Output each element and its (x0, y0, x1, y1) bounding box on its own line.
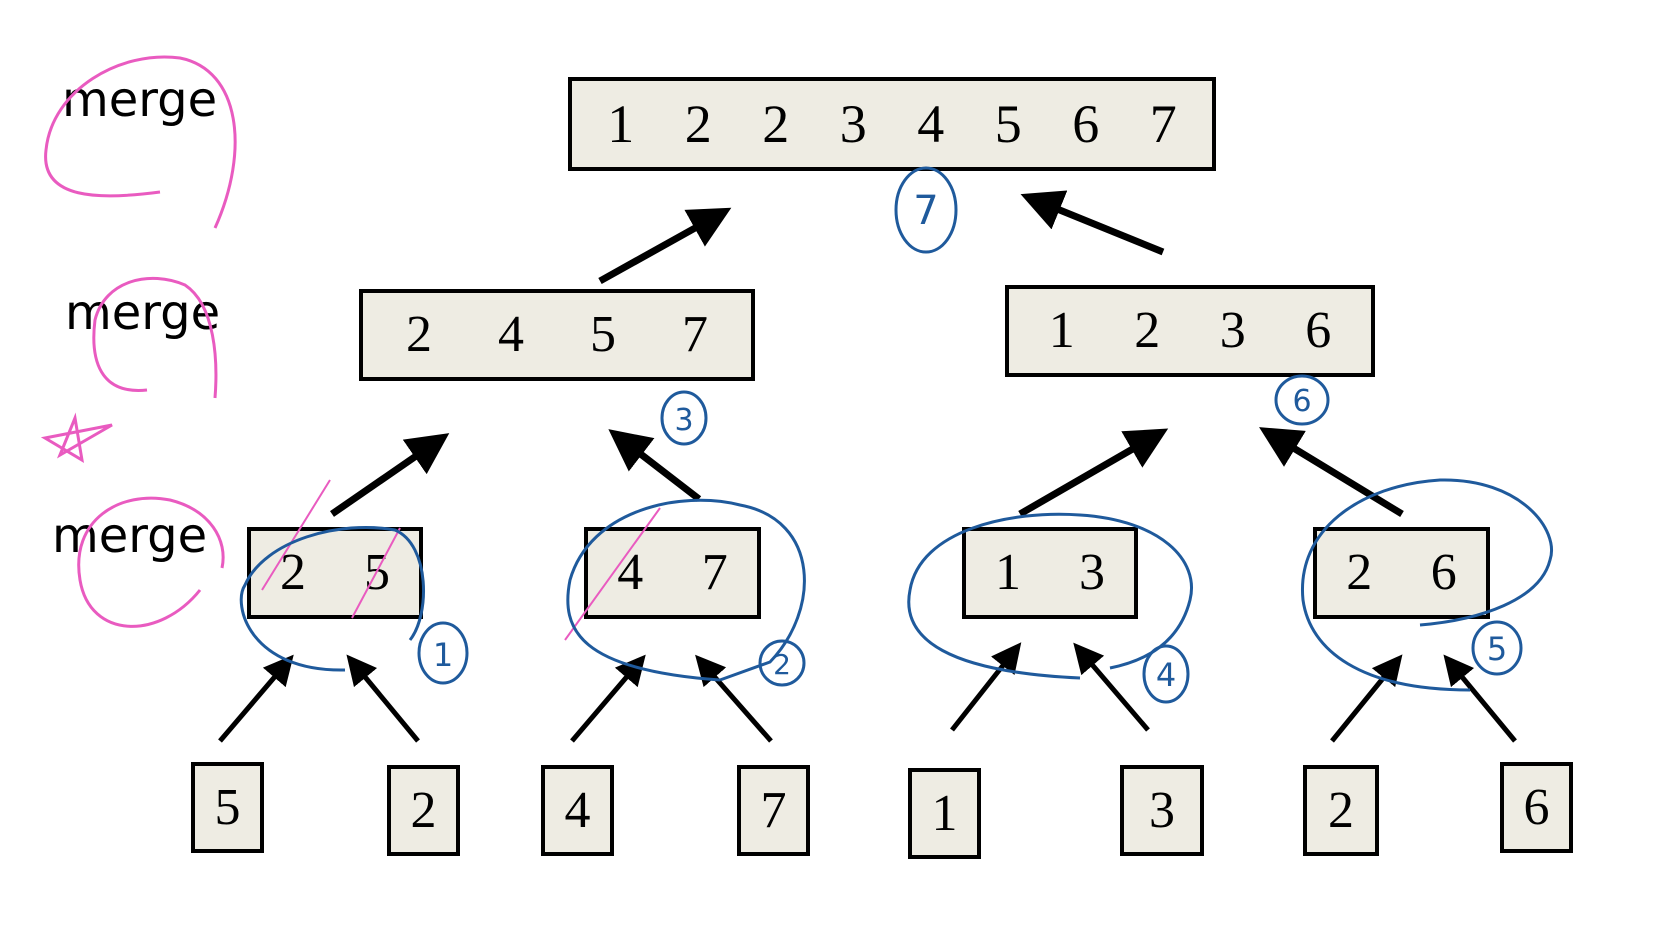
leaf-box: 7 (737, 765, 810, 856)
leaf-cell: 1 (931, 784, 958, 842)
arrow (1073, 642, 1150, 732)
leaf-cell: 4 (564, 781, 591, 839)
right-half-cell: 2 (1134, 302, 1161, 359)
leaf-cell: 3 (1149, 781, 1175, 839)
left-half-cell: 4 (498, 306, 524, 363)
pair-cell: 3 (1079, 544, 1105, 601)
arrow (1330, 654, 1403, 743)
arrow (570, 654, 646, 743)
final-cell: 2 (762, 94, 790, 154)
leaf-cell: 6 (1523, 778, 1550, 836)
leaf-box: 2 (1303, 765, 1379, 856)
final-cell: 4 (917, 94, 945, 154)
final-cell: 3 (839, 94, 867, 154)
final-array: 1 2 2 3 4 5 6 7 (568, 77, 1216, 171)
step-circle (417, 621, 469, 685)
step-circle (758, 639, 806, 687)
final-cell: 7 (1149, 94, 1177, 154)
step-number: 2 (773, 648, 791, 681)
arrow (1020, 190, 1165, 256)
leaf-box: 5 (191, 762, 264, 853)
step-number: 3 (674, 403, 693, 438)
pair-cell: 4 (617, 544, 644, 601)
final-cell: 6 (1072, 94, 1100, 154)
step-number: 7 (913, 188, 938, 234)
step-circle (894, 166, 958, 254)
left-half-cell: 2 (406, 306, 432, 363)
pink-loop (92, 277, 218, 399)
leaf-box: 4 (541, 765, 614, 856)
step-circle (1142, 644, 1190, 704)
blue-loop (907, 512, 1193, 680)
left-half-cell: 7 (682, 306, 708, 363)
leaf-box: 1 (908, 768, 981, 859)
final-cell: 2 (684, 94, 712, 154)
leaf-box: 2 (387, 765, 460, 856)
pink-strike (261, 479, 331, 591)
pair-cell: 7 (701, 544, 728, 601)
pink-loop (77, 496, 225, 628)
arrow (330, 433, 450, 517)
pair-cell: 6 (1430, 544, 1457, 601)
right-half-cell: 6 (1305, 302, 1332, 359)
arrow (218, 654, 294, 743)
merge-label-low: merge (52, 508, 208, 564)
arrow (608, 429, 702, 502)
pair-cell: 1 (995, 544, 1021, 601)
arrow (1443, 654, 1517, 743)
left-half-array: 2 4 5 7 (359, 289, 755, 381)
arrow (695, 654, 773, 743)
step-number: 6 (1292, 384, 1311, 419)
arrow (598, 207, 732, 285)
leaf-cell: 5 (214, 778, 241, 836)
pink-star (40, 412, 113, 463)
right-half-cell: 1 (1048, 302, 1075, 359)
final-cell: 1 (607, 94, 635, 154)
step-circle (660, 390, 708, 446)
step-circle (1274, 374, 1330, 426)
blue-loop (1301, 478, 1553, 692)
leaf-cell: 2 (1328, 781, 1354, 839)
leaf-box: 3 (1120, 765, 1204, 856)
step-number: 5 (1487, 630, 1507, 668)
step-number: 4 (1156, 656, 1176, 694)
pair-array-4: 2 6 (1313, 527, 1490, 619)
step-number: 1 (433, 636, 453, 674)
leaf-cell: 2 (410, 781, 437, 839)
final-cell: 5 (994, 94, 1022, 154)
right-half-cell: 3 (1219, 302, 1246, 359)
blue-loop (566, 498, 806, 682)
left-half-cell: 5 (590, 306, 616, 363)
right-half-array: 1 2 3 6 (1005, 285, 1375, 377)
arrow (1018, 428, 1169, 518)
arrow (1259, 427, 1404, 517)
arrow (346, 654, 420, 743)
blue-loop (239, 526, 425, 672)
leaf-box: 6 (1500, 762, 1573, 853)
pink-strike (351, 527, 401, 619)
pink-loop (44, 55, 237, 229)
pair-array-3: 1 3 (962, 527, 1138, 619)
leaf-cell: 7 (760, 781, 787, 839)
step-circle (1471, 620, 1523, 676)
pink-strike (564, 507, 661, 641)
arrow (950, 642, 1022, 732)
pair-cell: 2 (1346, 544, 1373, 601)
